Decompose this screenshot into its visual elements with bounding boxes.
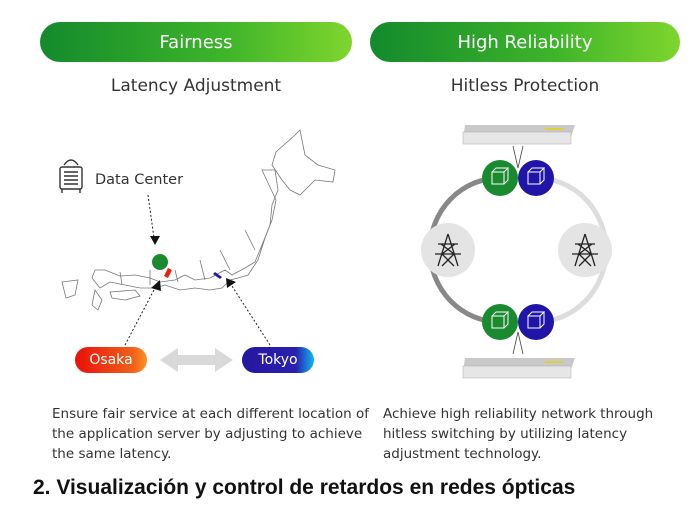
bottom-node-pair bbox=[482, 304, 554, 340]
desc-line: Ensure fair service at each different lo… bbox=[52, 406, 369, 422]
cube-icons bbox=[491, 167, 546, 329]
desc-line: the application server by adjusting to a… bbox=[52, 426, 363, 442]
data-center-icon bbox=[59, 159, 83, 193]
osaka-badge: Osaka bbox=[75, 347, 147, 373]
top-node-pair bbox=[482, 160, 554, 196]
transmission-tower-icon bbox=[435, 233, 598, 267]
hitless-protection-subtitle: Hitless Protection bbox=[450, 76, 600, 96]
latency-adjustment-subtitle: Latency Adjustment bbox=[110, 76, 282, 96]
desc-line: hitless switching by utilizing latency bbox=[383, 426, 628, 442]
bottom-server-icon bbox=[462, 358, 575, 379]
high-reliability-header: High Reliability bbox=[370, 22, 680, 62]
double-arrow-icon bbox=[160, 348, 233, 372]
japan-map bbox=[61, 129, 336, 311]
data-center-marker bbox=[152, 254, 168, 270]
arrowheads bbox=[150, 236, 236, 291]
desc-line: Achieve high reliability network through bbox=[383, 406, 654, 422]
japan-map-diagram bbox=[59, 129, 336, 372]
top-server-icon bbox=[462, 125, 575, 145]
data-center-label: Data Center bbox=[95, 172, 184, 188]
tokyo-badge: Tokyo bbox=[242, 347, 314, 373]
hitless-ring-diagram bbox=[421, 125, 612, 379]
pointer-lines bbox=[124, 194, 271, 346]
fairness-description: Ensure fair service at each different lo… bbox=[52, 404, 369, 464]
figure-caption: 2. Visualización y control de retardos e… bbox=[33, 476, 576, 499]
desc-line: the same latency. bbox=[52, 446, 172, 462]
fairness-header: Fairness bbox=[40, 22, 352, 62]
tokyo-marker bbox=[213, 272, 222, 279]
reliability-description: Achieve high reliability network through… bbox=[383, 404, 653, 464]
osaka-marker bbox=[164, 268, 172, 278]
desc-line: adjustment technology. bbox=[383, 446, 542, 462]
